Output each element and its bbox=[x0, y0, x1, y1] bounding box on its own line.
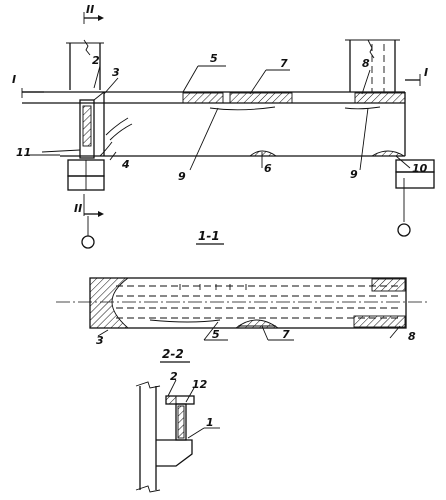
callout-12: 12 bbox=[192, 378, 208, 391]
section-mark-i-label-right: I bbox=[424, 66, 428, 79]
callout-5-plan: 5 bbox=[212, 328, 220, 341]
section-mark-ii-bottom: II bbox=[74, 194, 104, 249]
section-1-1-view: 1-1 bbox=[56, 229, 428, 347]
callout-8-top: 8 bbox=[362, 57, 370, 70]
section-mark-ii-label-top: II bbox=[86, 3, 94, 16]
crack-sketch-4 bbox=[99, 117, 133, 161]
callout-3-plan: 3 bbox=[96, 334, 104, 347]
plan-left-end-hatch bbox=[89, 277, 130, 329]
damage-zone-6 bbox=[248, 150, 278, 157]
section-title-1-1: 1-1 bbox=[198, 229, 220, 243]
callout-7-top: 7 bbox=[280, 57, 288, 70]
plan-defect-7 bbox=[234, 319, 280, 329]
elevation-view: II I bbox=[12, 3, 435, 249]
callout-8-plan: 8 bbox=[408, 330, 416, 343]
section-mark-i-right: I bbox=[405, 66, 428, 86]
callout-4: 4 bbox=[121, 158, 130, 171]
callout-1: 1 bbox=[206, 416, 214, 429]
section-mark-i-left: I bbox=[12, 73, 44, 98]
callout-9-right: 9 bbox=[350, 168, 358, 181]
section-2-2-view: 2-2 2 12 1 bbox=[135, 347, 220, 493]
leader-lines-elevation bbox=[41, 65, 411, 171]
plan-right-bottom-hatch bbox=[353, 315, 406, 328]
callout-7-plan: 7 bbox=[282, 328, 290, 341]
callout-9-left: 9 bbox=[178, 170, 186, 183]
section-mark-i-label-left: I bbox=[12, 73, 16, 86]
callout-2-top: 2 bbox=[92, 54, 100, 67]
plan-right-top-hatch bbox=[371, 278, 406, 292]
damage-zone-10 bbox=[370, 150, 406, 157]
beam-elevation bbox=[22, 91, 406, 157]
section-mark-ii-top: II bbox=[83, 3, 104, 24]
callout-11: 11 bbox=[16, 146, 31, 159]
callout-10: 10 bbox=[412, 162, 428, 175]
damage-zone-7 bbox=[229, 92, 293, 104]
section-title-2-2: 2-2 bbox=[162, 347, 184, 361]
plan-top-defects bbox=[179, 284, 247, 290]
callout-2-section: 2 bbox=[170, 370, 178, 383]
callout-6: 6 bbox=[264, 162, 272, 175]
left-bearing bbox=[67, 91, 105, 191]
callout-5-top: 5 bbox=[210, 52, 218, 65]
right-support bbox=[395, 159, 435, 237]
callout-3-top: 3 bbox=[112, 66, 120, 79]
damage-zone-5 bbox=[182, 92, 224, 104]
right-column bbox=[345, 39, 400, 92]
section-mark-ii-label-bottom: II bbox=[74, 202, 82, 215]
damage-zone-8 bbox=[354, 92, 406, 104]
